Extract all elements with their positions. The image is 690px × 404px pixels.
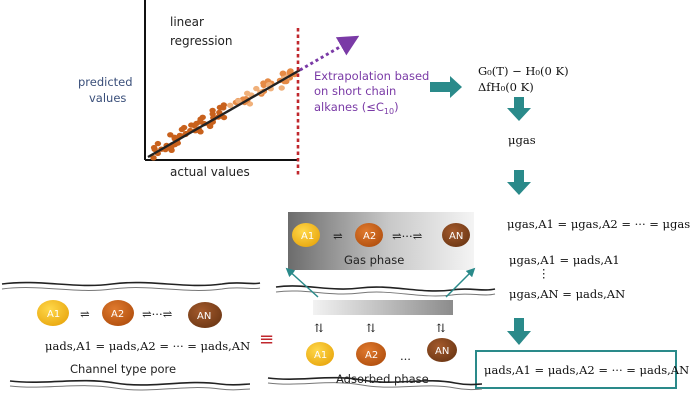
- pore-wall-top-middle-2: [275, 290, 496, 297]
- pore-a2-label: A2: [111, 309, 124, 320]
- scatter-point: [151, 146, 158, 153]
- ads-equal-equation-boxed: μads,A1 = μads,A2 = ··· = μads,AN: [484, 363, 689, 377]
- pore-wall-bottom-middle: [267, 376, 483, 386]
- pore-an-label: AN: [197, 311, 211, 322]
- scatter-point: [220, 102, 227, 108]
- regression-line: [147, 68, 301, 159]
- teal-arrow-right: [430, 76, 462, 98]
- ads-equal-equation-pore: μads,A1 = μads,A2 = ··· = μads,AN: [45, 339, 250, 353]
- scatter-point: [154, 140, 162, 147]
- ads-equilibrium-2: ⇅: [366, 321, 376, 335]
- plot-title-line2: regression: [170, 34, 233, 48]
- pore-a1-label: A1: [47, 309, 60, 320]
- y-axis-label-line1: predicted: [78, 75, 133, 89]
- ads-ellipsis: ...: [400, 349, 411, 363]
- ads-a1-label: A1: [314, 350, 327, 361]
- scatter-point: [188, 122, 195, 128]
- vertical-dots: ⋮: [538, 266, 550, 280]
- ads-molecule-a1: A1: [306, 342, 334, 366]
- mu-gas: μgas: [508, 133, 536, 147]
- scatter-point: [235, 98, 242, 104]
- pore-wall-top-middle: [275, 285, 496, 292]
- down-arrow-1: [507, 97, 531, 121]
- ads-equilibrium-1: ⇅: [314, 321, 324, 335]
- scatter-point: [197, 129, 204, 135]
- gas-ads-equation-1: μgas,A1 = μads,A1: [509, 253, 620, 267]
- gas-equilibrium-1: ⇌: [333, 229, 343, 243]
- result-box: [475, 350, 677, 389]
- teal-arrow-up-right: [445, 267, 476, 298]
- thermo-line2: ΔfH₀(0 K): [478, 80, 534, 94]
- teal-arrow-up-left: [285, 267, 319, 298]
- scatter-point: [150, 155, 157, 161]
- scatter-point: [283, 78, 290, 85]
- gas-molecule-a1: A1: [292, 223, 320, 247]
- gas-phase-label: Gas phase: [344, 253, 404, 267]
- scatter-point: [168, 147, 175, 153]
- pore-wall-top-left: [1, 281, 261, 287]
- scatter-point: [196, 119, 204, 125]
- regression-plot: linear regression predicted values actua…: [78, 0, 429, 179]
- pore-molecule-a2: A2: [102, 300, 134, 326]
- scatter-point: [209, 111, 216, 117]
- extrapolation-subscript: 10: [384, 107, 394, 116]
- pore-molecule-a1: A1: [37, 300, 69, 326]
- scatter-point: [279, 70, 287, 76]
- x-axis-label: actual values: [170, 165, 250, 179]
- extrapolation-line2: on short chain: [314, 84, 396, 98]
- scatter-point: [278, 85, 285, 91]
- extrapolation-arrow: [299, 35, 360, 72]
- adsorbed-gradient-bar: [313, 300, 453, 315]
- extrapolation-line1: Extrapolation based: [314, 69, 429, 83]
- extrapolation-close: ): [394, 100, 399, 114]
- gas-an-label: AN: [449, 231, 463, 242]
- pore-equilibrium-1: ⇌: [80, 307, 90, 321]
- ads-an-label: AN: [435, 346, 449, 357]
- adsorbed-phase-label: Adsorbed phase: [336, 372, 429, 386]
- scatter-point: [180, 124, 188, 131]
- extrapolation-line3: alkanes (≤C10): [314, 100, 399, 116]
- ads-a2-label: A2: [365, 350, 378, 361]
- scatter-point: [206, 123, 214, 130]
- y-axis-label-line2: values: [89, 91, 126, 105]
- pore-wall-bottom-middle-2: [267, 382, 483, 391]
- pore-wall-bottom-left: [9, 379, 251, 386]
- channel-pore-label: Channel type pore: [70, 362, 176, 376]
- equivalence-sign: ≡: [259, 329, 274, 350]
- down-arrow-2: [507, 170, 531, 195]
- gas-equal-equation: μgas,A1 = μgas,A2 = ··· = μgas,AN: [507, 217, 690, 231]
- pore-wall-bottom-left-2: [9, 385, 251, 391]
- thermo-line1: G₀(T) − H₀(0 K): [478, 64, 569, 78]
- pore-equilibrium-dots: ⇌···⇌: [142, 307, 173, 321]
- gas-equilibrium-dots: ⇌···⇌: [392, 229, 423, 243]
- scatter-point: [227, 102, 234, 109]
- scatter-point: [199, 114, 206, 121]
- ads-molecule-an: AN: [427, 338, 457, 362]
- ads-molecule-a2: A2: [356, 342, 386, 366]
- gas-ads-equation-n: μgas,AN = μads,AN: [509, 287, 625, 301]
- pore-molecule-an: AN: [188, 302, 222, 328]
- down-arrow-3: [507, 318, 531, 345]
- scatter-point: [253, 85, 260, 92]
- ads-equilibrium-n: ⇅: [436, 321, 446, 335]
- pore-wall-top-left-2: [1, 287, 261, 291]
- plot-title-line1: linear: [170, 15, 204, 29]
- gas-molecule-a2: A2: [355, 223, 383, 247]
- extrapolation-line3-main: alkanes (≤C: [314, 100, 384, 114]
- gas-molecule-an: AN: [442, 223, 470, 247]
- gas-a2-label: A2: [363, 231, 376, 242]
- gas-a1-label: A1: [301, 231, 314, 242]
- scatter-point: [287, 68, 294, 74]
